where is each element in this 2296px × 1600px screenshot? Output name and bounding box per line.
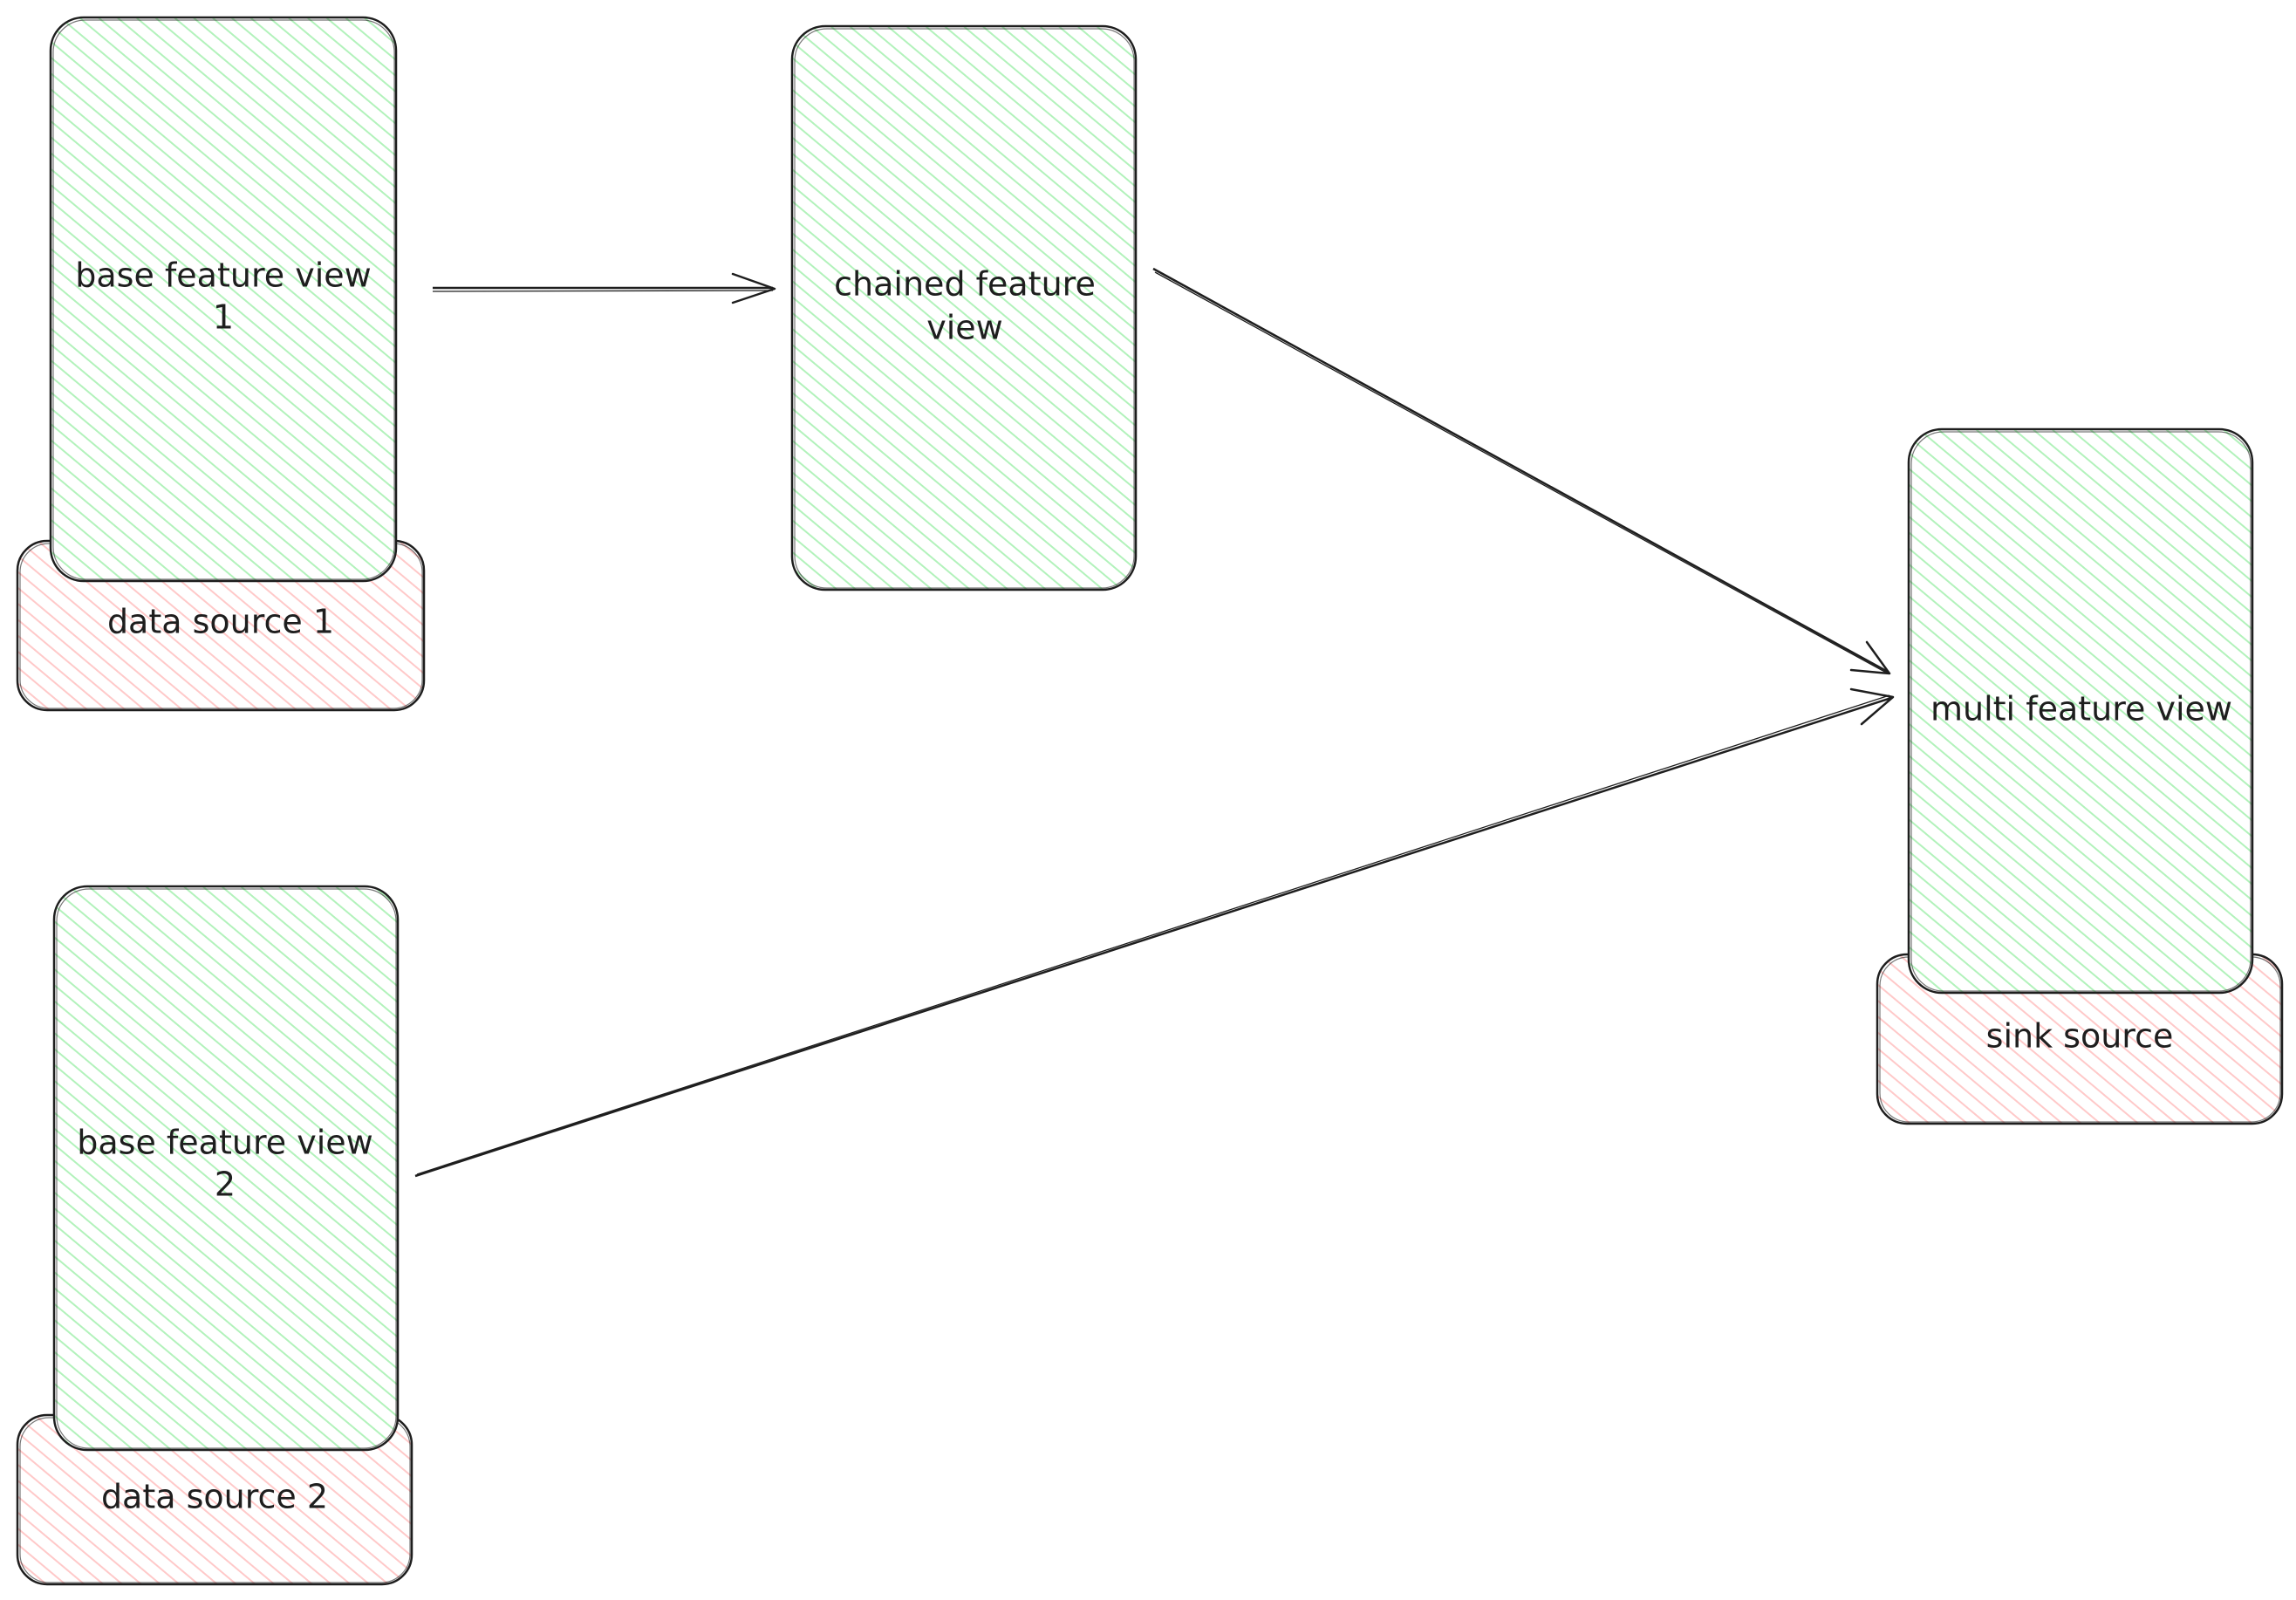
chained-feature-view-node[interactable]: chained feature view bbox=[790, 24, 1138, 591]
base-feature-view-1-label-line-1: base feature view bbox=[75, 256, 371, 295]
base-feature-view-2-label-line-2: 2 bbox=[215, 1166, 236, 1204]
base-feature-view-2-node[interactable]: base feature view 2 bbox=[52, 885, 400, 1452]
base-feature-view-1-label-line-2: 1 bbox=[213, 298, 234, 337]
data-source-1-node[interactable]: data source 1 bbox=[16, 539, 426, 712]
sink-source-label: sink source bbox=[1986, 1017, 2174, 1056]
data-source-2-label: data source 2 bbox=[101, 1478, 328, 1516]
arrow-base-view-1-to-chained-view[interactable] bbox=[432, 272, 776, 304]
base-feature-view-1-node[interactable]: base feature view 1 bbox=[49, 16, 398, 583]
base-feature-view-2-label-line-1: base feature view bbox=[77, 1124, 372, 1162]
chained-feature-view-label-line-2: view bbox=[926, 309, 1003, 347]
arrow-chained-view-to-multi-view[interactable] bbox=[1152, 267, 1891, 675]
data-source-1-label: data source 1 bbox=[107, 603, 334, 641]
multi-feature-view-node[interactable]: multi feature view bbox=[1907, 427, 2254, 995]
sink-source-node[interactable]: sink source bbox=[1876, 953, 2284, 1125]
chained-feature-view-label-line-1: chained feature bbox=[834, 265, 1096, 304]
arrow-base-view-2-to-multi-view[interactable] bbox=[414, 687, 1895, 1178]
multi-feature-view-label: multi feature view bbox=[1930, 690, 2232, 728]
